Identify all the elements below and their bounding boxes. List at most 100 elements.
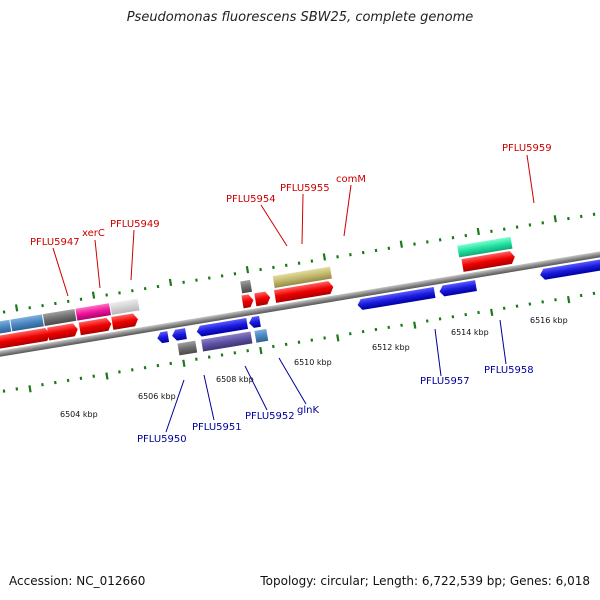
minor-tick <box>105 293 109 297</box>
gene-label-PFLU5950[interactable]: PFLU5950 <box>137 434 187 445</box>
cds-reverse-arrow[interactable] <box>248 315 261 329</box>
minor-tick <box>515 304 519 308</box>
feature-steel[interactable] <box>0 319 12 337</box>
minor-tick <box>92 374 96 378</box>
cds-forward-arrow[interactable] <box>47 323 79 341</box>
minor-tick <box>541 300 544 304</box>
cds-reverse-arrow[interactable] <box>539 256 600 281</box>
minor-tick <box>79 376 83 380</box>
minor-tick <box>207 276 211 280</box>
minor-tick <box>220 353 224 357</box>
gene-label-PFLU5952[interactable]: PFLU5952 <box>245 411 295 422</box>
minor-tick <box>387 246 391 250</box>
minor-tick <box>361 329 365 334</box>
minor-tick <box>53 380 57 385</box>
major-tick <box>399 240 404 248</box>
minor-tick <box>259 267 262 272</box>
minor-tick <box>169 361 173 366</box>
cds-forward-arrow[interactable] <box>254 291 271 307</box>
gene-label-comM[interactable]: comM <box>336 174 366 185</box>
cds-forward-arrow[interactable] <box>78 317 113 336</box>
kbp-label: 6510 kbp <box>294 358 332 367</box>
gene-label-PFLU5947[interactable]: PFLU5947 <box>30 237 80 248</box>
gene-label-xerC[interactable]: xerC <box>82 228 105 239</box>
major-tick <box>322 253 327 261</box>
cds-forward-arrow[interactable] <box>241 294 254 309</box>
minor-tick <box>361 250 365 255</box>
gene-label-PFLU5955[interactable]: PFLU5955 <box>280 183 330 194</box>
minor-tick <box>28 306 32 310</box>
gene-label-PFLU5959[interactable]: PFLU5959 <box>502 143 552 154</box>
gene-label-PFLU5954[interactable]: PFLU5954 <box>226 194 276 205</box>
cds-reverse-arrow[interactable] <box>196 318 249 337</box>
minor-tick <box>66 299 70 304</box>
minor-tick <box>528 223 532 227</box>
minor-tick <box>541 221 545 225</box>
minor-tick <box>464 312 468 317</box>
minor-tick <box>118 291 121 295</box>
minor-tick <box>297 340 301 344</box>
cds-reverse-arrow[interactable] <box>171 328 187 341</box>
minor-tick <box>425 240 429 244</box>
minor-tick <box>592 291 596 296</box>
cds-forward-arrow[interactable] <box>13 327 52 347</box>
minor-tick <box>438 238 442 242</box>
minor-tick <box>336 255 339 259</box>
feature-grey[interactable] <box>177 340 198 356</box>
feature-teal[interactable] <box>457 236 513 258</box>
minor-tick <box>515 225 519 229</box>
cds-forward-arrow[interactable] <box>461 250 515 272</box>
forward-callouts <box>52 154 535 297</box>
minor-tick <box>297 261 301 265</box>
minor-tick <box>579 293 583 298</box>
minor-tick <box>284 342 288 347</box>
kbp-label: 6512 kbp <box>372 343 410 352</box>
major-tick <box>553 215 557 223</box>
feature-olive[interactable] <box>272 266 332 288</box>
cds-reverse-arrow[interactable] <box>439 280 477 297</box>
minor-tick <box>246 349 250 353</box>
feature-xerc-pink[interactable] <box>75 303 111 321</box>
minor-tick <box>451 236 455 240</box>
minor-tick <box>438 317 442 321</box>
gene-label-PFLU5951[interactable]: PFLU5951 <box>192 422 242 433</box>
major-tick <box>91 291 96 299</box>
minor-tick <box>413 242 416 246</box>
minor-tick <box>156 284 160 289</box>
feature-purple[interactable] <box>201 331 253 352</box>
minor-tick <box>41 383 44 387</box>
minor-tick <box>425 319 429 323</box>
feature-grey[interactable] <box>42 308 77 327</box>
major-tick <box>490 308 494 316</box>
genome-backbone <box>0 238 600 369</box>
gene-label-PFLU5958[interactable]: PFLU5958 <box>484 365 534 376</box>
feature-grey[interactable] <box>240 279 253 294</box>
kbp-label: 6516 kbp <box>530 316 568 325</box>
feature-steel[interactable] <box>10 314 44 332</box>
minor-tick <box>348 332 352 336</box>
cds-forward-arrow[interactable] <box>274 280 334 303</box>
kbp-label: 6506 kbp <box>138 392 176 401</box>
minor-tick <box>156 363 160 368</box>
major-tick <box>566 295 571 304</box>
minor-tick <box>567 216 570 221</box>
cds-reverse-arrow[interactable] <box>156 331 170 344</box>
minor-tick <box>400 323 403 327</box>
minor-tick <box>272 344 275 349</box>
gene-label-PFLU5957[interactable]: PFLU5957 <box>420 376 470 387</box>
minor-tick <box>554 298 557 302</box>
feature-light-grey[interactable] <box>109 298 140 315</box>
major-tick <box>413 321 417 329</box>
cds-reverse-arrow[interactable] <box>357 286 436 311</box>
minor-tick <box>464 233 468 238</box>
minor-tick <box>502 306 506 310</box>
gene-label-glnK[interactable]: glnK <box>297 405 319 416</box>
minor-tick <box>143 286 147 291</box>
minor-tick <box>182 280 185 284</box>
minor-tick <box>233 351 237 355</box>
cds-forward-arrow[interactable] <box>111 313 139 330</box>
gene-label-PFLU5949[interactable]: PFLU5949 <box>110 219 160 230</box>
feature-glnk-steel[interactable] <box>254 328 269 343</box>
minor-tick <box>451 315 455 319</box>
